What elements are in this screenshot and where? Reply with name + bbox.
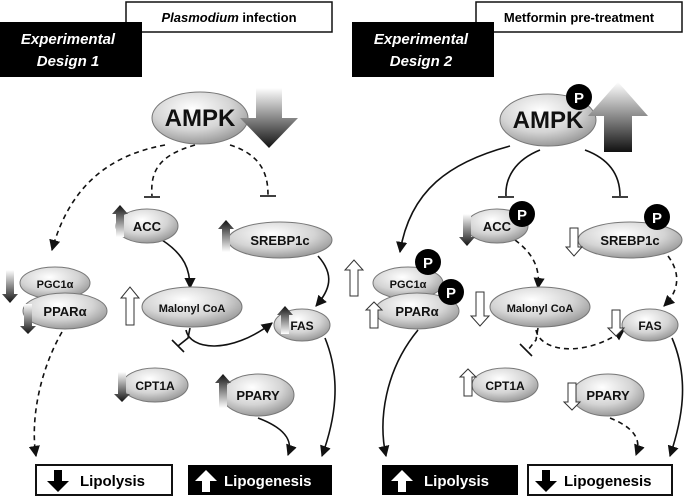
hollow-up-arrow-cpt1a-right (458, 368, 478, 397)
hollow-up-arrow-pgc1a-right (343, 259, 365, 297)
nodes-left: AMPK ACC SREBP1c PGC1α PPARα Malonyl CoA… (19, 91, 333, 417)
down-arrow-pgc1a-left (2, 270, 18, 303)
phospho-label-pgc1a: P (423, 255, 433, 272)
acc-label-left: ACC (133, 219, 162, 234)
phospho-label-srebp1c: P (652, 210, 662, 227)
outcome-label-lipolysis-right: Lipolysis (424, 473, 489, 490)
big-up-arrow-ampk-right (588, 82, 648, 152)
cpt1a-label-left: CPT1A (135, 379, 175, 393)
acc-label-right: ACC (483, 219, 512, 234)
down-arrow-acc-right (459, 214, 475, 246)
outcome-box-lipogenesis-right (527, 464, 673, 496)
edge-ppara-lipolysis-right (378, 329, 419, 458)
ppary-label-right: PPARY (586, 388, 630, 403)
down-arrow-lipogenesis-right (535, 470, 557, 492)
edge-malonyl-fas-right (535, 329, 625, 350)
hollow-down-arrow-ppary-right (562, 382, 582, 411)
up-arrow-srebp1c-left (218, 220, 234, 252)
edge-malonyl-cpt1a-left (177, 327, 191, 347)
edge-ppara-lipolysis-left (28, 331, 63, 458)
edge-acc-malonyl-right (514, 239, 545, 290)
edge-ampk-pgc1a-left (49, 144, 166, 252)
inhibit-bar-cpt1a-left (171, 339, 185, 353)
edges-right (378, 145, 684, 458)
hollow-down-arrow-malonyl-right (469, 291, 491, 327)
srebp1c-label-left: SREBP1c (250, 233, 309, 248)
hollow-up-arrow-ppara-right (364, 301, 384, 329)
up-arrow-ppary-left (215, 374, 231, 408)
phospho-badge-srebp1c (644, 204, 670, 230)
big-down-arrow-ampk-left (240, 88, 298, 148)
ampk-label-right: AMPK (513, 107, 584, 134)
down-arrow-ppara-left (20, 304, 36, 334)
pgc1a-label-left: PGC1α (37, 279, 74, 291)
phospho-badges: P P P P P (415, 84, 670, 305)
pgc1a-label-right: PGC1α (390, 279, 427, 291)
phospho-label-acc: P (517, 207, 527, 224)
design-box-right (352, 22, 494, 77)
edge-ampk-srebp-left (229, 144, 269, 196)
edge-ampk-acc-right (505, 149, 541, 197)
srebp1c-label-right: SREBP1c (600, 233, 659, 248)
malonyl-label-left: Malonyl CoA (159, 303, 226, 315)
cpt1a-label-right: CPT1A (485, 379, 525, 393)
design-line1-left: Experimental (21, 31, 116, 48)
edge-fas-lipogenesis-right (667, 337, 684, 458)
edge-srebp-fas-right (663, 255, 678, 307)
edge-srebp-fas-left (315, 255, 330, 307)
edge-ppary-lipogenesis-right (609, 417, 645, 457)
design-box-left (0, 22, 142, 77)
condition-box-right (475, 1, 683, 33)
edge-fas-lipogenesis-left (320, 337, 336, 458)
ppara-label-left: PPARα (43, 304, 86, 319)
phospho-label-ppara: P (446, 285, 456, 302)
fas-label-left: FAS (290, 319, 313, 333)
down-arrow-cpt1a-left (114, 372, 130, 402)
edge-ampk-srebp-right (584, 149, 621, 197)
edge-ampk-acc-left (150, 144, 196, 197)
hollow-down-arrow-srebp1c-right (564, 227, 584, 257)
design-line1-right: Experimental (374, 31, 469, 48)
up-arrow-lipogenesis-left (195, 470, 217, 492)
inhibit-bar-cpt1a-right (519, 343, 533, 357)
outcome-label-lipolysis-left: Lipolysis (80, 473, 145, 490)
condition-label-left: Plasmodium infection (161, 10, 296, 25)
ppary-label-left: PPARY (236, 388, 280, 403)
phospho-badge-ampk (566, 84, 592, 110)
edge-malonyl-cpt1a-right (527, 327, 539, 351)
phospho-badge-acc (509, 201, 535, 227)
down-arrow-lipolysis-left (47, 470, 69, 492)
malonyl-node-right (489, 286, 591, 328)
reg-arrows-right (343, 214, 626, 411)
phospho-label-ampk: P (574, 90, 584, 107)
edge-acc-malonyl-left (161, 239, 196, 290)
design-line2-right: Design 2 (390, 53, 453, 70)
phospho-badge-ppara (438, 279, 464, 305)
edges-left (28, 144, 336, 458)
condition-box-left (125, 1, 333, 33)
up-arrow-acc-left (112, 205, 128, 237)
up-arrow-lipolysis-right (391, 470, 413, 492)
malonyl-label-right: Malonyl CoA (507, 303, 574, 315)
outcome-label-lipogenesis-left: Lipogenesis (224, 473, 312, 490)
outcome-label-lipogenesis-right: Lipogenesis (564, 473, 652, 490)
design-line2-left: Design 1 (37, 53, 100, 70)
ampk-label-left: AMPK (165, 105, 236, 132)
edge-ampk-pgc1a-right (396, 145, 511, 254)
fas-node-right (621, 308, 679, 342)
reg-arrows-left (2, 205, 293, 408)
edge-ppary-lipogenesis-left (257, 417, 297, 457)
up-arrow-fas-left (277, 306, 293, 334)
hollow-down-arrow-fas-right (606, 309, 626, 337)
ppara-label-right: PPARα (395, 304, 438, 319)
malonyl-node-left (141, 286, 243, 328)
fas-label-right: FAS (638, 319, 661, 333)
condition-label-right: Metformin pre-treatment (504, 10, 655, 25)
phospho-badge-pgc1a (415, 249, 441, 275)
hollow-up-arrow-malonyl-left (119, 286, 141, 326)
ppara-node-left (22, 292, 108, 330)
